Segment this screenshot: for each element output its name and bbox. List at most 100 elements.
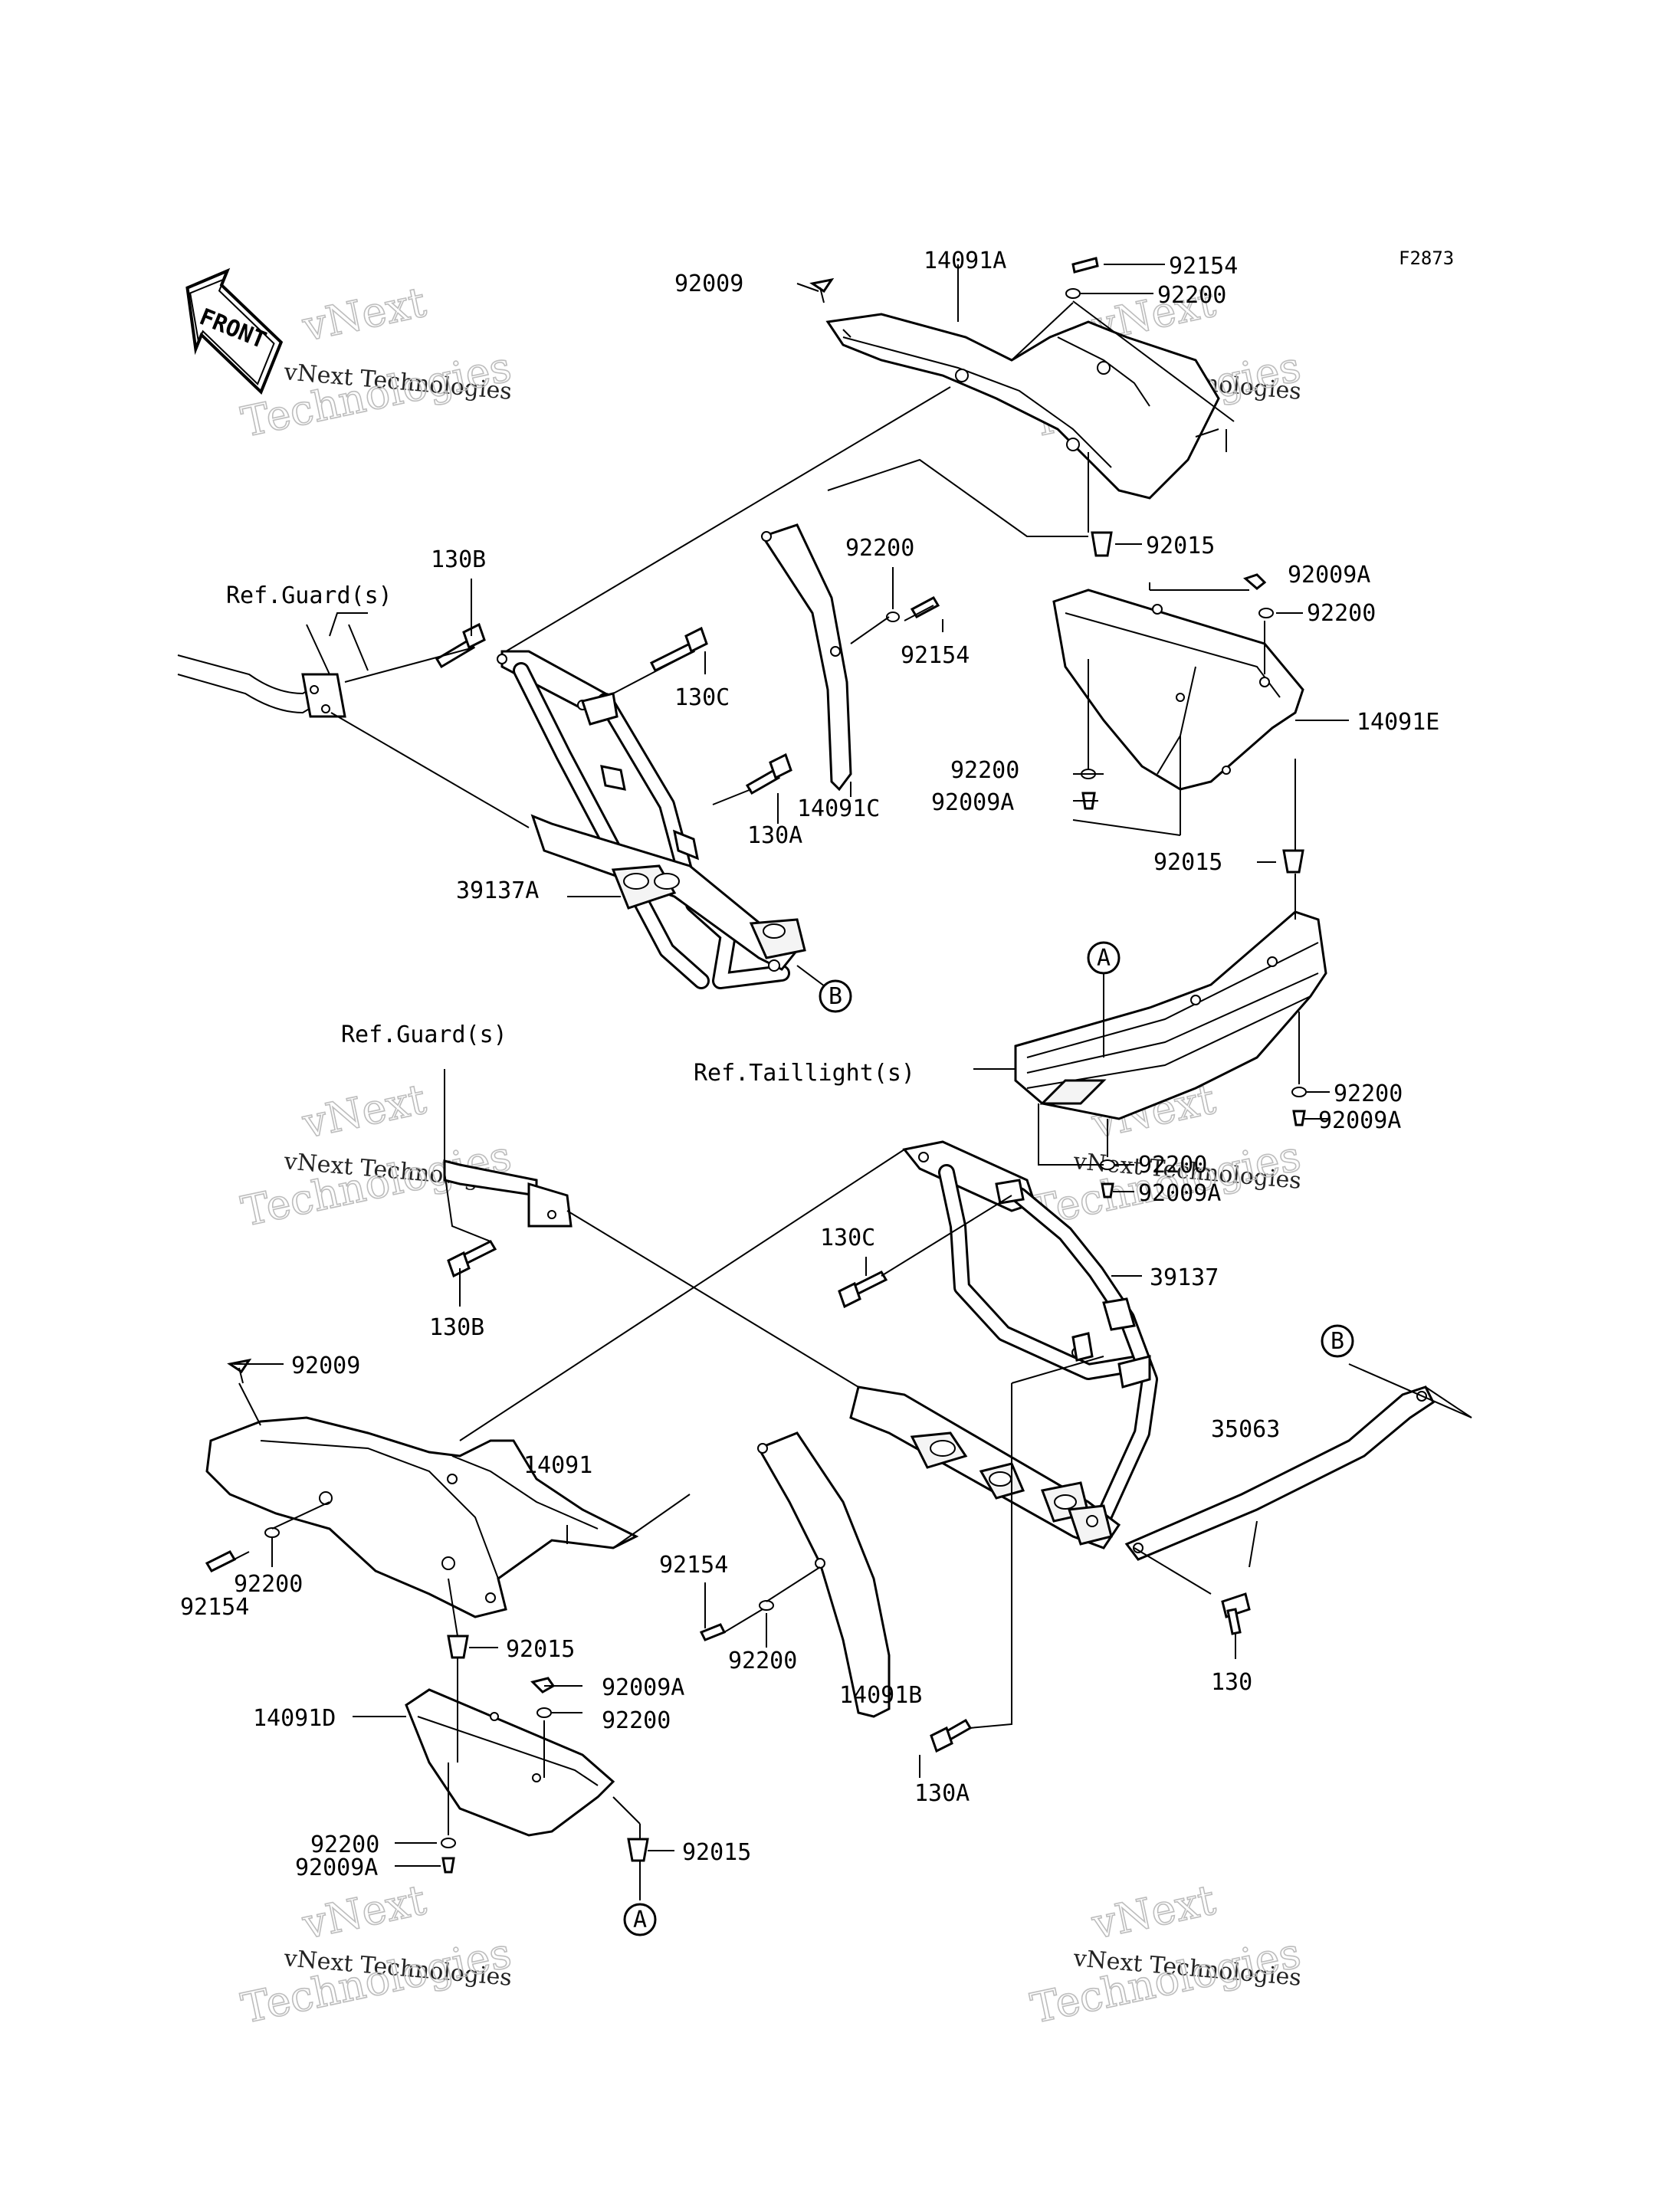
grommet-92015 [627,1838,649,1862]
part-label: 92015 [1146,533,1215,559]
part-label: 130C [820,1225,875,1251]
part-label: 92009A [931,789,1014,816]
part-label: 92015 [682,1839,751,1866]
rear-carrier-frame-39137A [497,650,806,989]
screw-92009A [441,1857,455,1874]
part-label: 92009A [295,1854,378,1881]
part-label: 92200 [234,1571,303,1598]
brace-35063 [1124,1385,1435,1561]
fender-cover-14091A [825,313,1220,500]
screw-92009A [1101,1182,1114,1199]
reference-label: Ref.Taillight(s) [694,1060,915,1087]
washer-92200 [536,1707,552,1718]
clip-92009 [809,277,835,303]
part-label: 92200 [845,535,914,562]
part-label: 92200 [728,1648,797,1674]
svg-text:vNext: vNext [298,1074,431,1148]
part-label: 92200 [1307,600,1376,627]
side-panel-14091C [760,523,852,792]
washer-92200 [441,1838,456,1848]
part-label: 130A [747,822,802,849]
svg-text:B: B [1331,1328,1344,1355]
clip-92009 [227,1358,252,1384]
part-label: 35063 [1211,1416,1280,1443]
screw-92009A [1292,1110,1306,1126]
washer-92200 [264,1527,280,1538]
watermark: vNext vNext Technologies Technologies [237,1074,516,1237]
screw-92154 [1071,257,1099,274]
bolt-130C [649,626,708,673]
washer-92200 [886,612,900,622]
part-label: 14091A [924,248,1006,274]
figure-code: F2873 [1399,248,1454,269]
reference-label: Ref.Guard(s) [341,1021,507,1048]
svg-text:A: A [1097,945,1111,972]
part-label: 14091B [839,1682,922,1709]
part-label: 14091D [253,1705,336,1732]
screw-92009A [1243,573,1267,590]
svg-text:A: A [633,1907,647,1933]
washer-92200 [1065,288,1081,299]
part-label: 92154 [659,1552,728,1579]
under-cover-14091D [405,1688,615,1837]
part-labels: 92009 14091A 92154 92200 130B 92015 9220… [180,248,1439,1881]
part-label: 92009 [291,1353,360,1379]
svg-text:vNext: vNext [1088,1875,1220,1949]
part-label: 92009A [1318,1107,1401,1134]
svg-text:Technologies: Technologies [1027,1929,1305,2033]
callout-b: B [1321,1324,1354,1358]
part-label: 14091E [1357,709,1439,736]
under-cover-14091E [1052,589,1304,791]
svg-text:B: B [829,983,842,1010]
reference-label: Ref.Guard(s) [226,582,392,609]
front-arrow-icon: FRONT [185,267,284,395]
part-label: 92154 [901,642,970,669]
watermark: vNext vNext Technologies Technologies [237,1875,516,2034]
part-label: 92200 [950,757,1019,784]
bolt-130B [447,1240,497,1278]
part-label: 92015 [506,1636,575,1663]
part-label: 39137A [456,877,539,904]
bolt-130A [930,1718,973,1753]
callout-b: B [819,979,852,1013]
grommet-92015 [1282,849,1304,874]
washer-92200 [759,1600,774,1611]
side-panel-14091B [756,1431,891,1718]
part-label: 92200 [310,1831,379,1858]
taillight-reference [1014,910,1327,1120]
part-label: 92015 [1153,849,1222,876]
bolt-130C [838,1271,888,1309]
part-label: 92154 [1169,253,1238,280]
part-label: 92200 [1334,1080,1403,1107]
watermark: vNext vNext Technologies Technologies [1026,1875,1305,2034]
part-label: 92200 [1157,282,1226,309]
part-label: 92009 [674,271,743,297]
part-label: 130C [674,684,730,711]
part-label: 92009A [602,1674,684,1701]
part-label: 130B [429,1314,484,1341]
svg-text:Technologies: Technologies [238,343,516,447]
reference-guard-tube [177,624,369,718]
part-label: 130A [914,1780,970,1807]
watermark: vNext vNext Technologies Technologies [237,277,516,448]
part-label: 14091C [797,795,880,822]
part-label: 130 [1211,1669,1252,1696]
part-label: 92200 [602,1707,671,1734]
grommet-92015 [1091,531,1113,557]
callout-a: A [1087,941,1121,975]
grommet-92015 [447,1635,469,1659]
part-label: 92154 [180,1594,249,1621]
bolt-130A [745,753,792,795]
part-label: 14091 [523,1452,592,1479]
rear-carrier-frame-39137 [849,1140,1158,1549]
part-label: 92200 [1138,1152,1207,1179]
svg-text:vNext: vNext [298,277,431,351]
part-label: 92009A [1288,562,1370,589]
leader-lines [211,264,1472,1900]
reference-guard-tube [443,1159,573,1242]
part-label: 92009A [1138,1180,1221,1207]
part-label: 130B [431,546,486,573]
bolt-130 [1221,1592,1251,1635]
part-label: 39137 [1150,1264,1219,1291]
